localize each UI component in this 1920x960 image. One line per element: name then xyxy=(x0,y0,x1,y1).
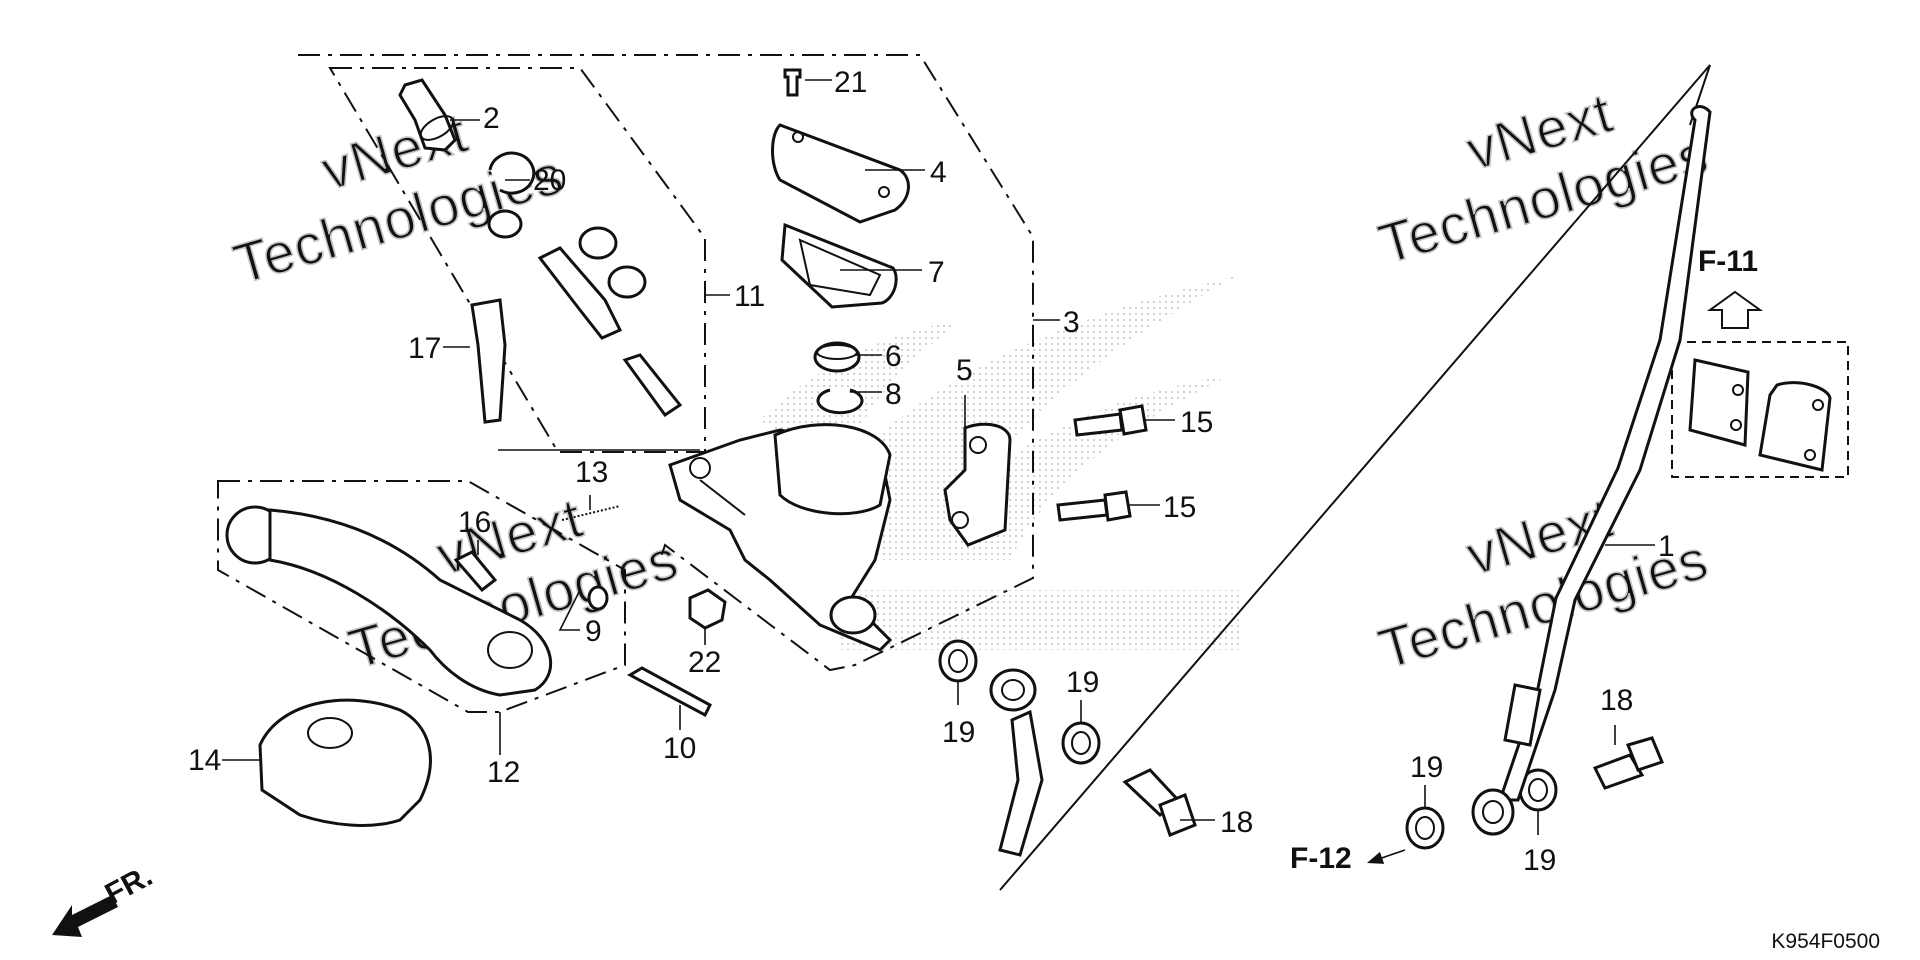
part-15-bolt-upper xyxy=(1073,404,1148,437)
part-banjo-fitting xyxy=(989,668,1044,857)
part-7-diaphragm xyxy=(780,222,898,309)
part-5-holder xyxy=(943,422,1012,547)
part-option-clamps xyxy=(1688,358,1832,472)
part-4-reservoir-cap xyxy=(771,123,910,224)
callout-2: 2 xyxy=(483,102,500,135)
assembly-3-outline xyxy=(298,54,1034,672)
callout-17: 17 xyxy=(408,332,441,365)
option-box-outline xyxy=(1671,341,1849,478)
hose-area-outline xyxy=(999,64,1711,891)
callout-9: 9 xyxy=(585,615,602,648)
callout-1: 1 xyxy=(1658,530,1675,563)
callout-21: 21 xyxy=(834,66,867,99)
callout-15-upper: 15 xyxy=(1180,406,1213,439)
callout-18-a: 18 xyxy=(1220,806,1253,839)
callout-5: 5 xyxy=(956,354,973,387)
callout-12: 12 xyxy=(487,756,520,789)
part-8-circlip xyxy=(816,388,864,415)
part-15-bolt-lower xyxy=(1056,490,1132,522)
part-13-spring xyxy=(561,505,621,521)
part-17-pivot-bolt xyxy=(470,298,507,424)
watermark: vNext Technologies xyxy=(1371,485,1716,682)
part-18-banjo-bolt xyxy=(1122,768,1197,837)
part-3-master-cylinder xyxy=(668,423,893,652)
part-12-lever xyxy=(225,505,552,697)
callout-13: 13 xyxy=(575,456,608,489)
part-19-washer xyxy=(1061,721,1101,765)
part-9-bushing xyxy=(587,585,609,611)
up-arrow-icon xyxy=(1706,290,1764,329)
callout-7: 7 xyxy=(928,256,945,289)
part-2-boot xyxy=(398,78,457,152)
part-6-plate xyxy=(813,341,861,373)
callout-19-c: 19 xyxy=(1410,751,1443,784)
callout-19-d: 19 xyxy=(1523,844,1556,877)
callout-22: 22 xyxy=(688,646,721,679)
part-20-circlip xyxy=(488,151,536,195)
callout-18-b: 18 xyxy=(1600,684,1633,717)
callout-3: 3 xyxy=(1063,306,1080,339)
front-arrow-icon xyxy=(52,895,118,937)
callout-19-b: 19 xyxy=(1066,666,1099,699)
piston-kit-11-outline xyxy=(328,67,706,453)
callout-14: 14 xyxy=(188,744,221,777)
part-19-washer xyxy=(938,639,978,683)
part-1-brake-hose xyxy=(1471,105,1712,836)
callout-11: 11 xyxy=(734,280,765,313)
watermark: vNext Technologies xyxy=(1371,80,1716,277)
part-22-nut xyxy=(688,588,727,630)
part-18-banjo-bolt xyxy=(1592,736,1665,790)
part-11-piston-kit xyxy=(487,209,683,418)
callout-15-lower: 15 xyxy=(1163,491,1196,524)
part-14-lever-cover xyxy=(258,698,432,827)
part-10-pivot-bolt xyxy=(626,666,712,718)
lever-12-outline xyxy=(217,480,626,713)
callout-16: 16 xyxy=(458,506,491,539)
callout-8: 8 xyxy=(885,378,902,411)
part-21-screw xyxy=(783,68,802,97)
leader-lines xyxy=(222,79,1655,864)
reference-f11: F-11 xyxy=(1698,245,1758,278)
callout-10: 10 xyxy=(663,732,696,765)
part-16-adjuster xyxy=(453,550,498,593)
callout-20: 20 xyxy=(533,164,566,197)
callout-19-a: 19 xyxy=(942,716,975,749)
callout-6: 6 xyxy=(885,340,902,373)
callout-4: 4 xyxy=(930,156,947,189)
part-19-washer xyxy=(1405,806,1445,850)
reference-f12: F-12 xyxy=(1290,842,1352,875)
diagram-code: K954F0500 xyxy=(1771,930,1880,953)
